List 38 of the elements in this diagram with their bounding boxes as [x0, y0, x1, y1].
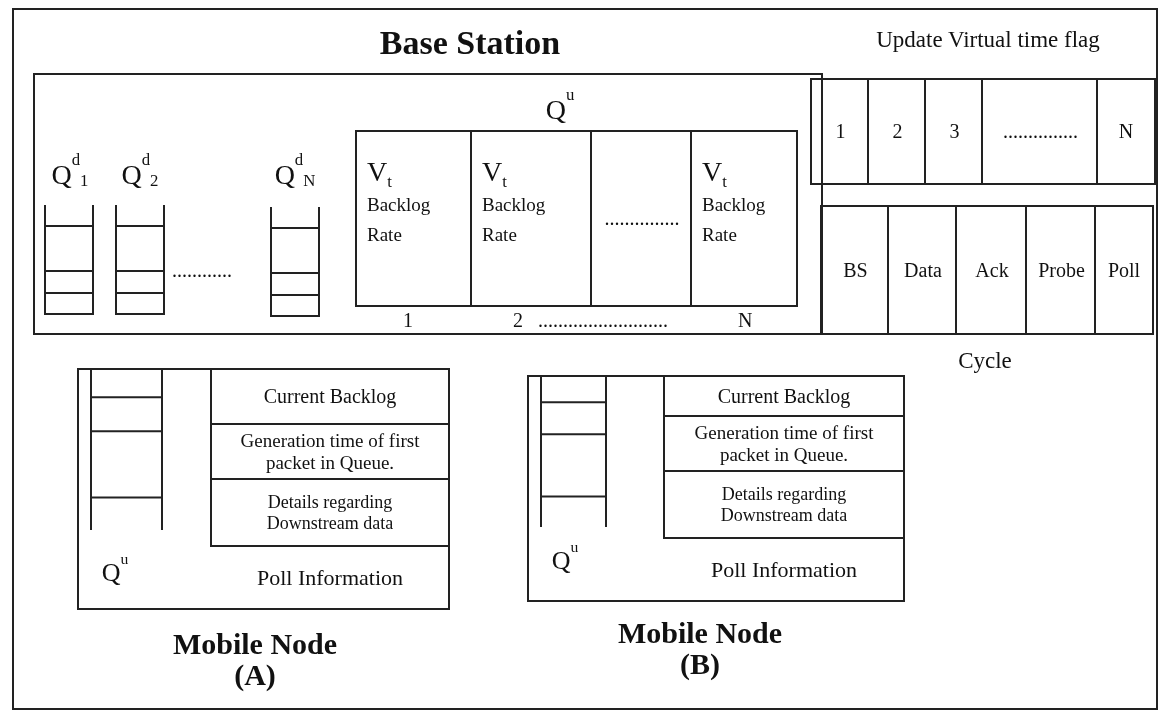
cell-text: Poll Information [256, 564, 403, 591]
label-text: 2 [513, 310, 523, 330]
cell-text: 2 [892, 120, 903, 143]
cell-text: Backlog Rate [482, 193, 547, 247]
queue-label: Q$^{u}$ [100, 552, 130, 590]
cell-text: 3 [949, 120, 960, 143]
cell-text: Poll [1107, 258, 1141, 282]
cell-text: Probe [1038, 258, 1085, 282]
heading: Mobile Node (A) [171, 625, 339, 693]
cell-text: N [1118, 120, 1134, 143]
table-label: Cycle [957, 346, 1013, 375]
label-text: N [738, 310, 753, 330]
cell-text: BS [843, 258, 868, 282]
heading: Mobile Node (B) [616, 614, 784, 682]
cell-text: Current Backlog [716, 384, 852, 408]
cell-text: V$_{t}$ [702, 155, 727, 191]
cell-text: Current Backlog [262, 385, 398, 408]
cell-text: Poll Information [710, 556, 857, 583]
cell-text: ............... [1003, 120, 1078, 143]
cell-text: Data [904, 258, 942, 282]
cell-text: Backlog Rate [702, 193, 767, 247]
cell-text: Ack [975, 258, 1009, 282]
cell-text: Backlog Rate [367, 193, 432, 247]
cell-text: Generation time of first packet in Queue. [239, 429, 421, 474]
cell-text: Details regarding Downstream data [265, 491, 395, 534]
label-text: ............ [172, 260, 232, 280]
cell-text: V$_{t}$ [482, 155, 507, 191]
cell-text: 1 [835, 120, 846, 143]
table-label: Q$^{u}$ [544, 90, 576, 127]
table-label: Update Virtual time flag [875, 25, 1101, 54]
cell-text: Details regarding Downstream data [719, 483, 849, 526]
cell-text: V$_{t}$ [367, 155, 392, 191]
queue-label: Q$^{u}$ [550, 540, 580, 578]
cell-text: ............... [604, 207, 680, 230]
heading: Base Station [378, 23, 562, 64]
label-text: .......................... [538, 310, 668, 330]
label-text: 1 [403, 310, 413, 330]
cell-text: Generation time of first packet in Queue. [693, 421, 875, 466]
